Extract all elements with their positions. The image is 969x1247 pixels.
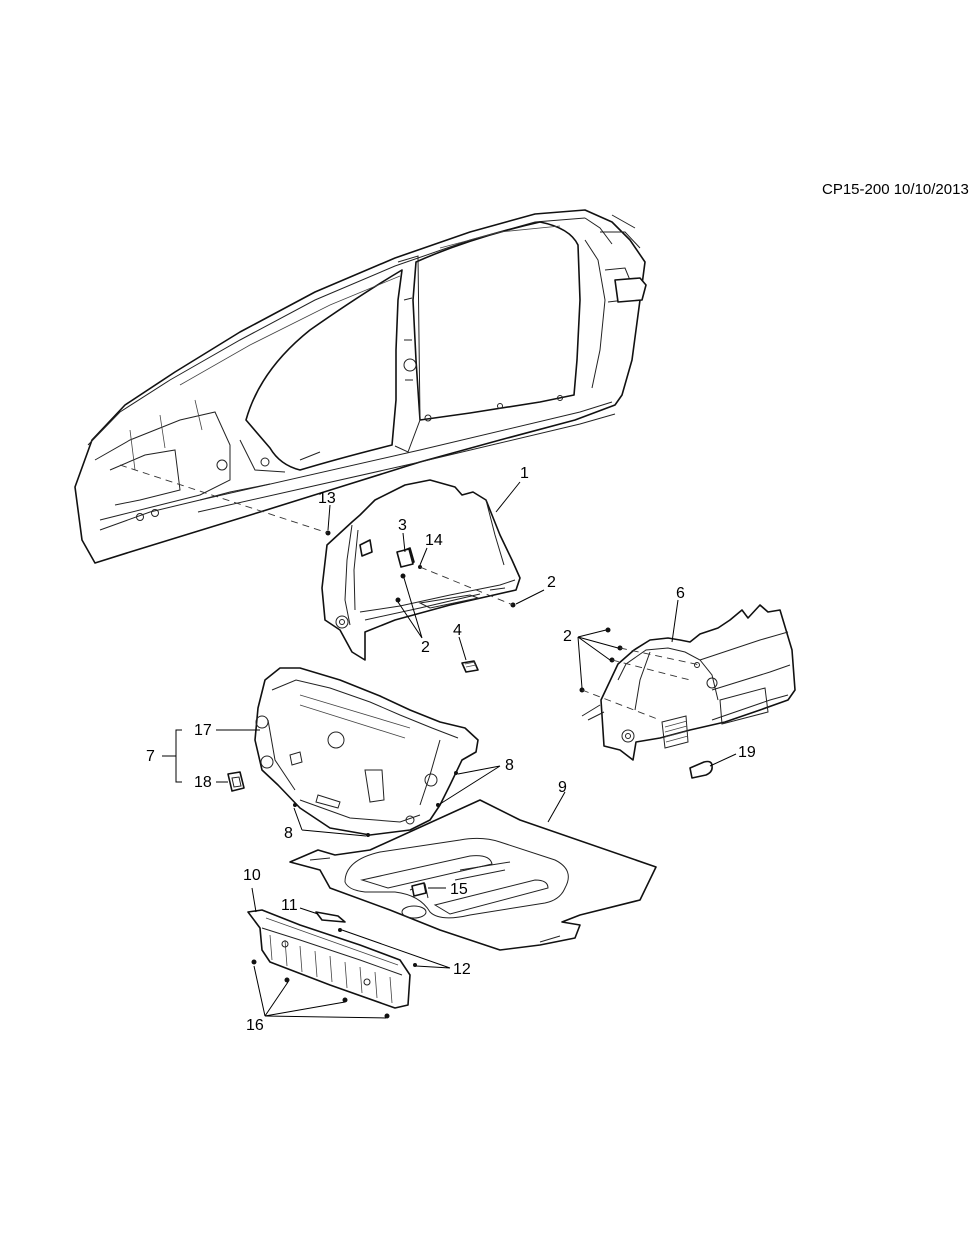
callout-3: 3 [398, 517, 407, 534]
callout-15: 15 [450, 881, 468, 898]
callout-14: 14 [425, 532, 443, 549]
leader-lines [162, 481, 737, 1019]
part-15-clip [411, 882, 427, 897]
callout-12: 12 [453, 961, 471, 978]
callout-16: 16 [246, 1017, 264, 1034]
callout-1: 1 [520, 465, 529, 482]
parts-diagram: 1 13 3 14 2 2 4 6 2 17 7 18 8 19 9 8 10 … [74, 209, 796, 1034]
callout-2-right: 2 [547, 574, 556, 591]
callout-10: 10 [243, 867, 261, 884]
callout-labels: 1 13 3 14 2 2 4 6 2 17 7 18 8 19 9 8 10 … [146, 465, 756, 1034]
part-18-grommet [227, 771, 245, 792]
callout-2-lower: 2 [421, 639, 430, 656]
part-4-clip [461, 660, 479, 673]
vehicle-body-side [74, 209, 647, 564]
callout-18: 18 [194, 774, 212, 791]
callout-11: 11 [281, 897, 298, 914]
callout-9: 9 [558, 779, 567, 796]
callout-8-left: 8 [284, 825, 293, 842]
document-code: CP15-200 10/10/2013 [822, 181, 969, 198]
part-6-trim-panel [581, 604, 796, 761]
callout-2-left: 2 [563, 628, 572, 645]
callout-7: 7 [146, 748, 155, 765]
alignment-lines [119, 464, 701, 721]
callout-4: 4 [453, 622, 462, 639]
callout-17: 17 [194, 722, 212, 739]
part-7-panel [254, 667, 479, 836]
vent-grille [661, 715, 689, 749]
part-9-floor-panel [289, 799, 657, 951]
callout-8-right: 8 [505, 757, 514, 774]
callout-13: 13 [318, 490, 336, 507]
part-10-sill-plate [247, 909, 411, 1009]
callout-19: 19 [738, 744, 756, 761]
callout-6: 6 [676, 585, 685, 602]
part-19-bulb [689, 760, 713, 779]
